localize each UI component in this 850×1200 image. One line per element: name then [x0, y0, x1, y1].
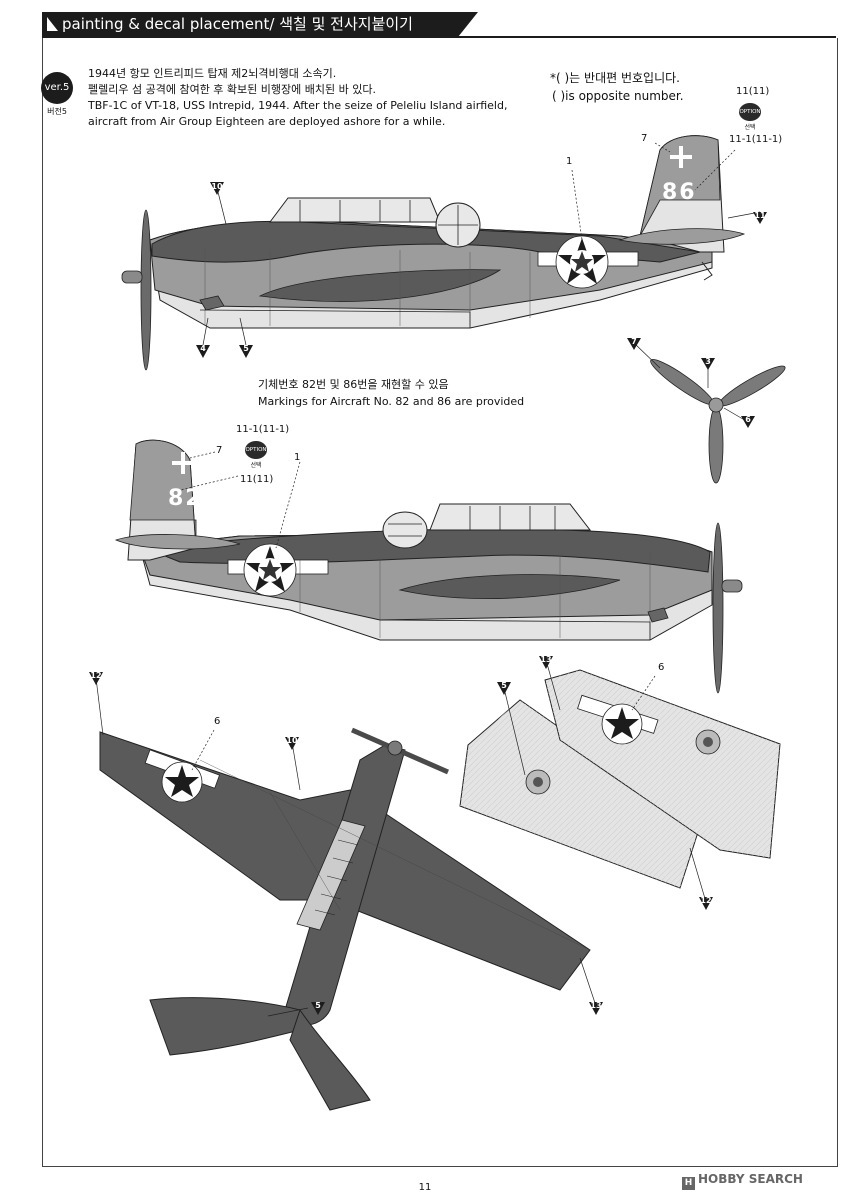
description-line-4: aircraft from Air Group Eighteen are dep…	[88, 115, 446, 128]
decal-label-1-mid: 1	[294, 452, 301, 463]
callout-6: 6	[745, 415, 751, 424]
callout-11: 11	[754, 211, 766, 220]
decal-label-1-top: 1	[566, 156, 573, 167]
hobby-search-icon: H	[682, 1177, 695, 1190]
watermark-text: HOBBY SEARCH	[698, 1172, 803, 1186]
plan-view	[99, 727, 591, 1111]
version-badge-sub: 버전5	[47, 107, 67, 116]
canopy	[269, 197, 441, 223]
callout-10b: 10	[286, 736, 298, 745]
decal-label-7-mid: 7	[216, 445, 223, 456]
header-bar	[42, 12, 458, 37]
description-line-3: TBF-1C of VT-18, USS Intrepid, 1944. Aft…	[88, 99, 508, 112]
decal-label-6-right: 6	[658, 662, 665, 673]
note-line-1: *( )는 반대편 번호입니다.	[550, 71, 680, 85]
callout-12b: 12	[700, 896, 712, 905]
decal-label-11-1-mid: 11-1(11-1)	[236, 424, 290, 435]
tailplane-left	[149, 997, 301, 1056]
header-bar-tip	[458, 12, 478, 37]
decal-label-11: 11(11)	[736, 86, 770, 97]
decal-label-6-left: 6	[214, 716, 221, 727]
option-badge-mid-sub: 선택	[250, 462, 262, 469]
header-rule	[42, 36, 836, 38]
callout-4: 4	[200, 344, 206, 353]
option-badge-mid: OPTION	[245, 441, 267, 459]
decal-label-7-top: 7	[641, 133, 648, 144]
callout-13b: 13	[590, 1001, 602, 1010]
callout-5: 5	[243, 344, 249, 353]
propeller-detail	[650, 359, 786, 484]
tail-code-86: 86	[662, 180, 697, 205]
folded-wings-detail	[459, 669, 781, 889]
propeller-hub	[708, 397, 724, 413]
description-line-1: 1944년 항모 인트리피드 탑재 제2뇌격비행대 소속기.	[88, 67, 337, 80]
tailplane-right	[289, 1008, 371, 1111]
markings-note-en: Markings for Aircraft No. 82 and 86 are …	[258, 395, 525, 408]
option-badge-top-sub: 선택	[744, 124, 756, 131]
callout-5c: 5	[315, 1001, 321, 1010]
gun-turret-2	[382, 511, 428, 549]
canopy-2	[429, 503, 592, 531]
decal-label-11-mid: 11(11)	[240, 474, 274, 485]
decal-label-11-1-top: 11-1(11-1)	[729, 134, 783, 145]
callout-12: 12	[90, 671, 102, 680]
horizontal-stabilizer	[618, 228, 746, 245]
tail-code-82: 82	[168, 486, 203, 511]
callout-7: 7	[631, 337, 637, 346]
propeller-blade	[140, 209, 152, 371]
header-arrow-icon	[47, 17, 58, 31]
page-number: 11	[418, 1182, 432, 1193]
note-line-2: ( )is opposite number.	[552, 89, 684, 103]
horizontal-stabilizer-2	[114, 534, 241, 550]
spinner	[121, 270, 143, 284]
page-title: painting & decal placement/ 색칠 및 전사지붙이기	[62, 15, 413, 33]
version-badge: ver.5	[41, 72, 73, 104]
propeller-blade-2	[712, 522, 724, 694]
side-view-right-facing	[114, 439, 743, 694]
description-line-2: 펠렐리우 섬 공격에 참여한 후 확보된 비행장에 배치된 바 있다.	[88, 83, 376, 96]
side-view-left-facing	[121, 135, 746, 371]
callout-13: 13	[540, 655, 552, 664]
callout-5b: 5	[501, 681, 507, 690]
callout-3: 3	[705, 357, 711, 366]
page-frame	[42, 38, 838, 1167]
wing-root-2	[398, 574, 621, 600]
wing-root	[258, 269, 502, 302]
option-badge-top: OPTION	[739, 103, 761, 121]
callout-10: 10	[211, 182, 223, 191]
plan-canopy	[296, 819, 366, 931]
markings-note-ko: 기체번호 82번 및 86번을 재현할 수 있음	[258, 378, 449, 391]
